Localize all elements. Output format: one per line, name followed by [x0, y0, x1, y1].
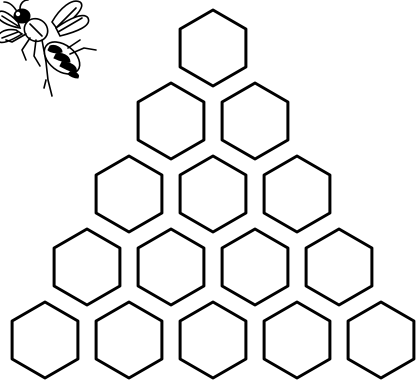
- hex-cell: [96, 302, 162, 378]
- hex-cell: [180, 10, 246, 86]
- hex-cell: [264, 302, 330, 378]
- hex-cell: [96, 156, 162, 232]
- hex-cell: [54, 229, 120, 305]
- hex-cell: [180, 156, 246, 232]
- bee-icon: [0, 0, 96, 96]
- hex-cell: [138, 83, 204, 159]
- hex-cell: [222, 229, 288, 305]
- hex-cell: [222, 83, 288, 159]
- hex-cell: [180, 302, 246, 378]
- hex-cell: [264, 156, 330, 232]
- hex-cell: [348, 302, 414, 378]
- hex-cell: [12, 302, 78, 378]
- hex-cell: [306, 229, 372, 305]
- hex-cell: [138, 229, 204, 305]
